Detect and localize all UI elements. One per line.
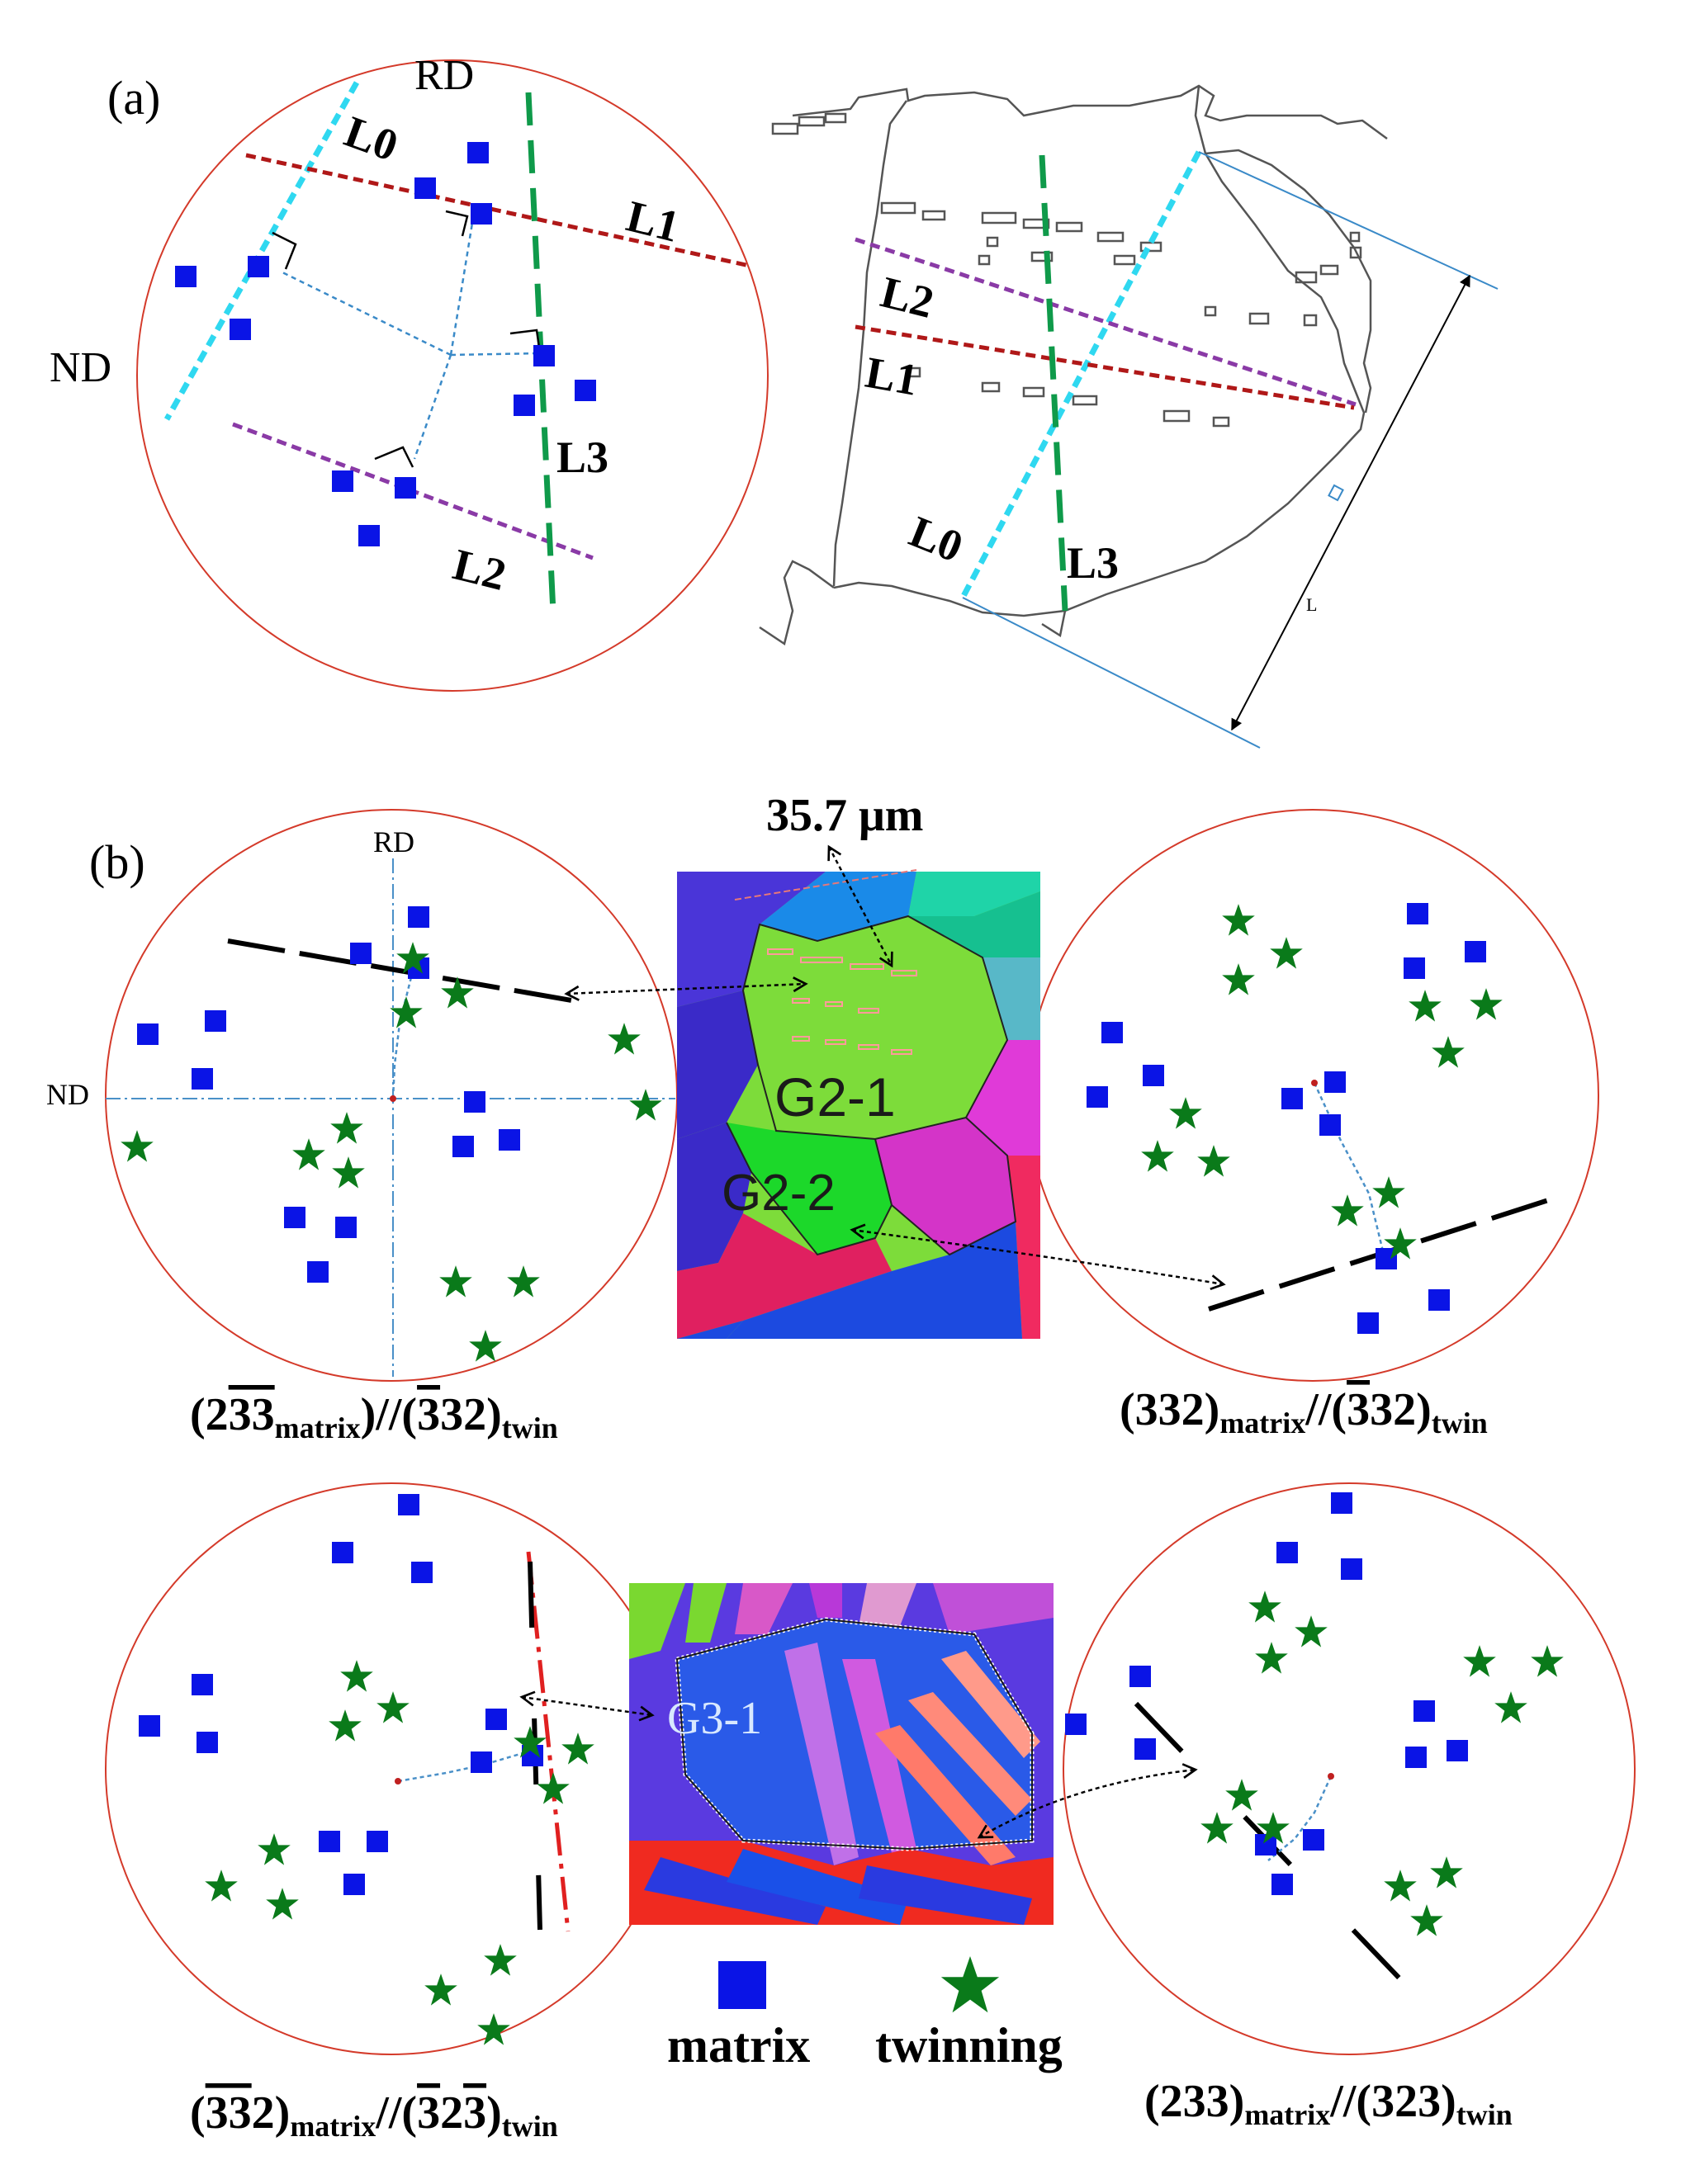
legend-matrix-swatch	[718, 1961, 766, 2009]
width-label: L	[1306, 594, 1317, 615]
legend-twinning-label: twinning	[875, 2018, 1063, 2073]
trace-label-l2-a: L2	[448, 539, 511, 599]
matrix-points-tl	[137, 906, 520, 1283]
trace-label-l3-a: L3	[556, 433, 608, 482]
panel-b-label: (b)	[89, 835, 145, 889]
trace-l0-a	[163, 81, 360, 421]
trace-label-l3-grain: L3	[1067, 538, 1119, 588]
width-guide-bottom	[962, 597, 1261, 749]
panel-b-bottom: G3-1 matrix twinning (332)matrix//(323)t…	[105, 1482, 1636, 2143]
pole-figure-circle-tl	[105, 809, 678, 1382]
scale-arrow	[827, 844, 893, 968]
twin-points-tl	[121, 942, 662, 1362]
matrix-point	[395, 477, 416, 499]
grain-label-g2-1: G2-1	[774, 1066, 896, 1127]
trace-label-l0-grain: L0	[903, 506, 970, 571]
twin-points-tr	[1141, 904, 1503, 1260]
center-point-bl	[395, 1778, 401, 1785]
center-point-tr	[1311, 1080, 1318, 1086]
pole-label-tr: (332)matrix//(332)twin	[1120, 1384, 1488, 1439]
matrix-point	[471, 203, 492, 225]
pole-label-bl: (332)matrix//(323)twin	[190, 2087, 558, 2143]
pole-figure-circle-a	[136, 59, 769, 692]
grain-label-g3-1: G3-1	[667, 1693, 762, 1744]
normal-lines-a	[282, 212, 541, 460]
link-arrow-tl	[564, 976, 808, 1001]
legend-twin-swatch	[940, 1955, 1000, 2013]
nd-axis-label-b: ND	[46, 1078, 89, 1111]
trace-line-bl-red	[526, 1551, 571, 1932]
matrix-points-tr	[1087, 903, 1486, 1334]
normal-line-bl	[397, 1750, 529, 1783]
matrix-point	[358, 525, 380, 546]
normal-line-br	[1267, 1775, 1333, 1861]
rd-axis-label-b: RD	[373, 825, 414, 858]
rd-axis-label-a: RD	[414, 52, 474, 99]
link-arrow-tr	[850, 1223, 1226, 1291]
nd-axis-label-a: ND	[50, 344, 111, 391]
twin-points-bl	[205, 1660, 594, 2045]
center-point-br	[1328, 1773, 1334, 1780]
matrix-points-bl	[139, 1494, 543, 1895]
width-marker	[1328, 484, 1344, 502]
pole-figure-circle-tr	[1026, 809, 1599, 1382]
matrix-point	[575, 380, 596, 401]
normal-line-tr	[1313, 1082, 1385, 1255]
panel-a: (a) RD ND	[50, 52, 1499, 749]
trace-line-br	[1134, 1701, 1444, 2025]
panel-b-top: (b) 35.7 μm RD ND	[46, 790, 1599, 1444]
right-angle-markers-a	[272, 210, 542, 468]
normal-line-tl	[391, 970, 414, 1099]
matrix-point	[248, 256, 269, 277]
matrix-point	[414, 177, 436, 199]
matrix-point	[514, 395, 535, 416]
twin-points-br	[1200, 1591, 1564, 1936]
center-point-tl	[390, 1095, 396, 1102]
panel-a-label: (a)	[107, 71, 160, 125]
matrix-point	[533, 345, 555, 366]
trace-label-l2-grain: L2	[876, 267, 939, 327]
grain-label-g2-2: G2-2	[722, 1165, 836, 1222]
matrix-point	[175, 266, 197, 287]
trace-l0-grain	[959, 150, 1202, 599]
trace-label-l1-a: L1	[622, 191, 684, 251]
matrix-point	[332, 470, 353, 492]
legend-matrix-label: matrix	[667, 2018, 810, 2073]
ebsd-map-g3: G3-1	[629, 1583, 1054, 1925]
ebsd-map-g2: G2-1 G2-2	[677, 869, 1040, 1339]
trace-l2-grain	[855, 237, 1357, 407]
pole-label-tl: (233matrix)//(332)twin	[190, 1389, 558, 1444]
trace-l1-a	[245, 153, 751, 268]
matrix-point	[230, 319, 251, 340]
pole-label-br: (233)matrix//(323)twin	[1144, 2076, 1513, 2131]
trace-label-l1-grain: L1	[862, 347, 921, 405]
trace-l1-grain	[855, 324, 1355, 410]
legend: matrix twinning	[667, 1955, 1063, 2073]
pole-figure-circle-bl	[105, 1482, 678, 2055]
matrix-point	[467, 142, 489, 163]
trace-l3-grain	[1039, 154, 1068, 612]
trace-label-l0-a: L0	[339, 106, 405, 171]
width-arrow	[1231, 274, 1470, 731]
width-guide-top	[1198, 151, 1499, 290]
scale-label: 35.7 μm	[766, 790, 923, 841]
